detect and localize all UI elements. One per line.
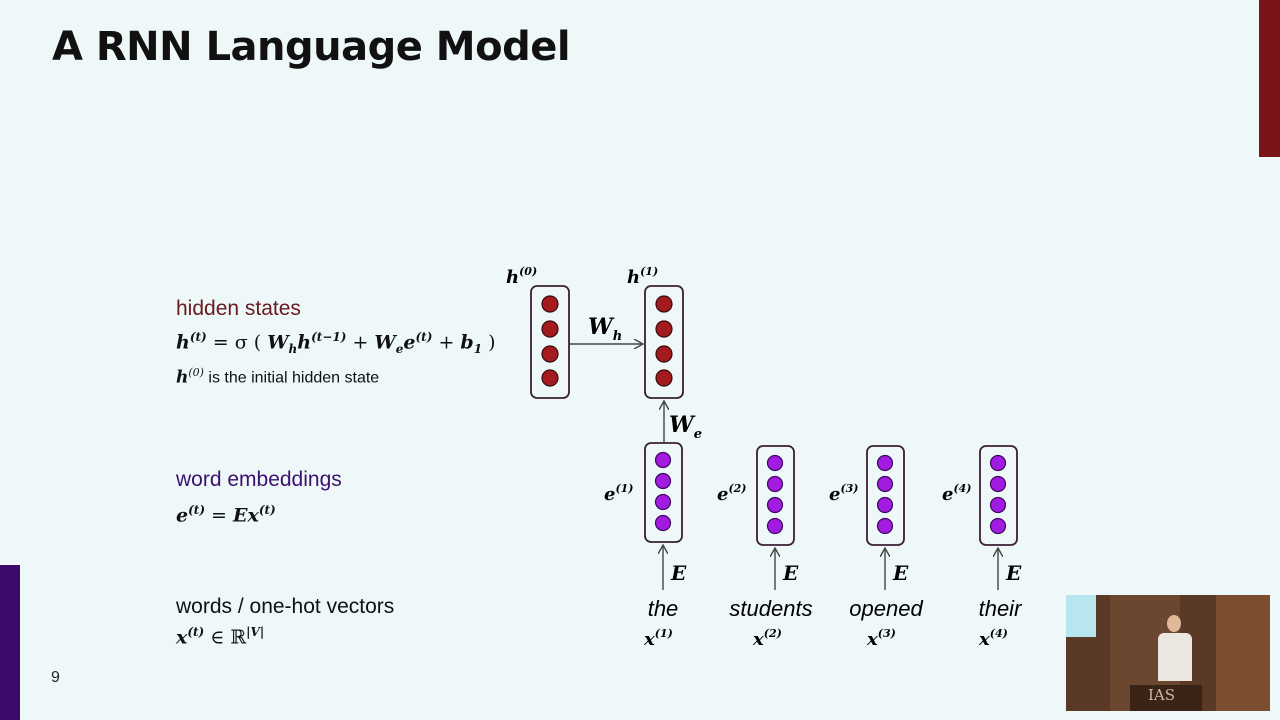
speaker-webcam: IAS [1066,595,1270,711]
word-embeddings-heading: word embeddings [176,468,342,491]
podium-logo: IAS [1148,686,1176,704]
embedding-e1 [644,442,683,543]
wh-label: Wh [588,314,622,344]
word-opened: opened [849,596,923,621]
accent-bar-right [1259,0,1280,157]
initial-hidden-state-note: h(0) is the initial hidden state [176,366,380,388]
hidden-state-h0 [530,285,570,399]
e4-label: e(4) [942,482,972,505]
embedding-e4 [979,445,1018,546]
E-label-3: E [892,561,909,585]
slide-title: A RNN Language Model [52,24,571,70]
speaker-head [1167,615,1181,632]
webcam-wood-panel [1216,595,1270,711]
x3-label: x(3) [866,627,896,650]
x2-label: x(2) [752,627,782,650]
h0-label: h(0) [506,265,537,288]
embedding-formula: e(t) = Ex(t) [176,503,276,527]
e2-label: e(2) [717,482,747,505]
one-hot-formula: x(t) ∈ ℝ|V| [176,625,265,649]
E-label-4: E [1005,561,1022,585]
x1-label: x(1) [643,627,673,650]
hidden-state-formula: h(t) = σ ( Whh(t−1) + Wee(t) + b1 ) [176,330,496,357]
word-the: the [648,596,679,621]
h1-label: h(1) [627,265,658,288]
words-heading: words / one-hot vectors [176,595,395,618]
E-label-1: E [670,561,687,585]
hidden-state-h1 [644,285,684,399]
embedding-e2 [756,445,795,546]
we-label: We [669,412,702,442]
e3-label: e(3) [829,482,859,505]
E-label-2: E [782,561,799,585]
page-number: 9 [51,669,60,686]
podium [1130,685,1202,711]
x4-label: x(4) [978,627,1008,650]
word-their: their [979,596,1023,621]
webcam-projector-screen [1066,595,1096,637]
hidden-states-heading: hidden states [176,297,301,320]
e1-label: e(1) [604,482,634,505]
speaker-body [1158,633,1192,681]
word-students: students [729,596,812,621]
embedding-e3 [866,445,905,546]
accent-bar-left [0,565,20,720]
